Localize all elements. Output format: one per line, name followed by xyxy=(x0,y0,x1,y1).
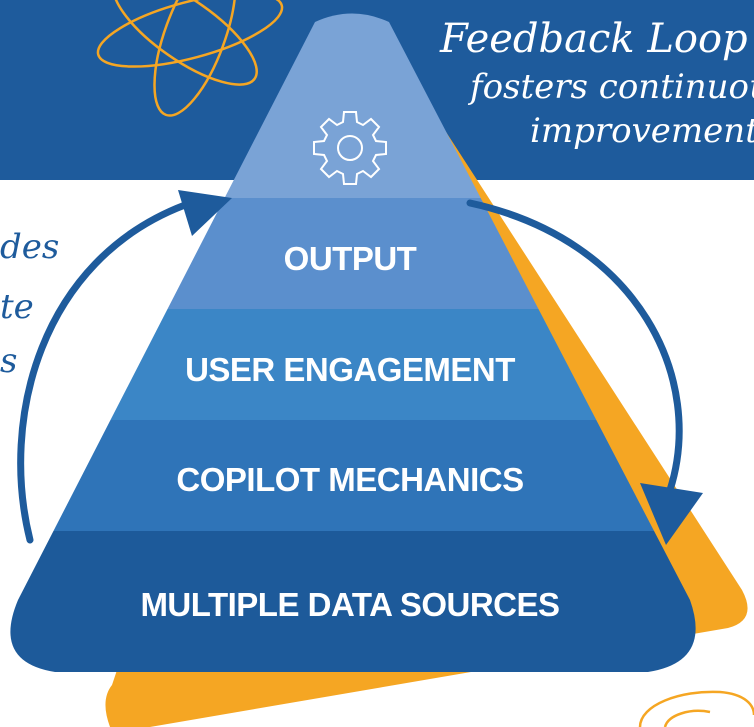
gear-icon xyxy=(313,111,387,185)
left-note-line-2: te xyxy=(0,287,34,327)
layer-label-user-engagement: USER ENGAGEMENT xyxy=(185,351,515,388)
pyramid-layer-copilot-mechanics xyxy=(10,420,696,531)
swirl-scribble-icon xyxy=(638,690,754,727)
banner-line-2: fosters continuou xyxy=(467,67,754,107)
banner-line-3: improvement xyxy=(530,111,754,151)
pyramid-layer-data-sources xyxy=(10,531,696,672)
left-curved-arrow-icon xyxy=(17,190,232,544)
left-note-line-1: des xyxy=(0,227,59,267)
left-note-line-3: s xyxy=(0,341,17,381)
layer-label-data-sources: MULTIPLE DATA SOURCES xyxy=(140,586,559,623)
layer-label-output: OUTPUT xyxy=(284,240,417,277)
layer-label-copilot-mechanics: COPILOT MECHANICS xyxy=(176,461,523,498)
right-curved-arrow-icon xyxy=(466,199,703,545)
banner-title: Feedback Loop xyxy=(439,16,748,62)
atom-scribble-icon xyxy=(96,0,284,117)
